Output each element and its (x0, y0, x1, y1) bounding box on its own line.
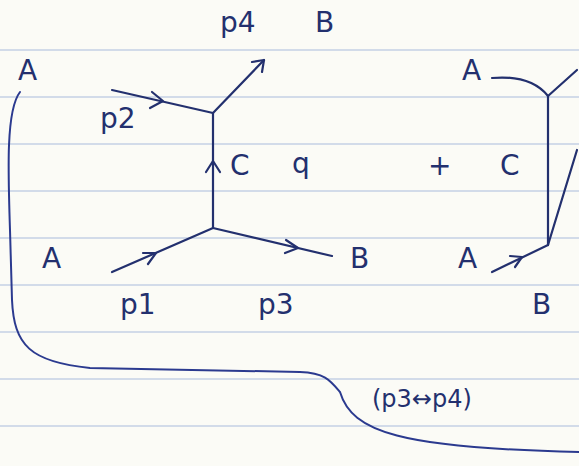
ruled-line (0, 378, 579, 379)
arrowhead (206, 161, 220, 172)
outgoing-line (548, 70, 577, 96)
diagram-label: C (230, 151, 250, 182)
diagram-label: q (292, 149, 310, 180)
diagram-label: p3 (258, 290, 294, 321)
outgoing-line (213, 228, 332, 256)
diagram-label: p2 (100, 104, 136, 135)
bracket (9, 92, 579, 452)
diagram-label: B (532, 290, 551, 321)
outgoing-line (548, 150, 577, 245)
arrowhead (150, 92, 163, 108)
ruled-line (0, 331, 579, 332)
incoming-line (492, 78, 548, 96)
diagram-label: C (500, 151, 520, 182)
diagram-label: B (350, 244, 369, 275)
ruled-line (0, 237, 579, 238)
arrowhead (252, 60, 264, 72)
diagram-label: A (462, 56, 481, 87)
ruled-line (0, 190, 579, 191)
incoming-line (492, 245, 548, 272)
outgoing-line (213, 60, 264, 113)
ruled-line (0, 425, 579, 426)
propagator-line (547, 96, 549, 245)
diagram-label: A (458, 244, 477, 275)
diagram-label: + (428, 151, 451, 182)
ruled-line (0, 96, 579, 97)
ruled-line (0, 49, 579, 50)
diagram-label: p1 (120, 290, 156, 321)
ruled-line (0, 143, 579, 144)
diagram-label: A (18, 56, 37, 87)
diagram-label: p4 (220, 8, 256, 39)
diagram-label: B (315, 8, 334, 39)
propagator-line (212, 113, 214, 228)
incoming-line (112, 228, 213, 272)
arrowhead (143, 253, 156, 264)
ruled-line (0, 284, 579, 285)
ruled-lines (0, 50, 579, 426)
feynman-diagram (112, 60, 577, 272)
arrowhead (510, 256, 522, 267)
diagram-label: A (42, 244, 61, 275)
arrowhead (285, 240, 298, 253)
note-text: (p3↔p4) (372, 386, 472, 412)
